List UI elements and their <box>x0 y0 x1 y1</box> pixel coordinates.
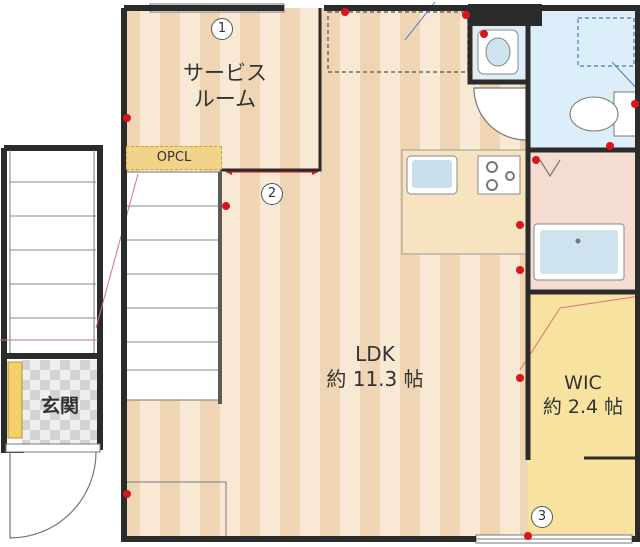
stair-side-wall <box>218 172 222 404</box>
entrance-name: 玄関 <box>40 395 79 417</box>
service-room-wall <box>220 8 322 172</box>
marker-1: 1 <box>211 18 233 40</box>
burner-2 <box>486 179 498 191</box>
wic-name: WIC <box>564 372 602 394</box>
ldk-area: 約 11.3 帖 <box>326 367 424 391</box>
washbasin-wall <box>467 8 531 85</box>
service-room-label: サービス ルーム <box>160 60 290 113</box>
outer-stairs-frame <box>1 145 103 356</box>
vanity-basin <box>540 230 618 274</box>
ldk-name: LDK <box>355 342 395 366</box>
outlets <box>123 8 639 540</box>
entrance-floor <box>22 360 98 444</box>
vanity-drain <box>575 238 581 244</box>
wic-floor <box>528 292 638 538</box>
stair-link-line <box>95 173 139 329</box>
wic-label: WIC 約 2.4 帖 <box>528 372 638 420</box>
wic-hint-line-2 <box>559 295 640 309</box>
sink-basin <box>412 160 452 188</box>
service-room-label-line-2: ルーム <box>193 87 257 112</box>
outer-stairs <box>4 148 100 356</box>
entrance-door-swing <box>9 451 97 539</box>
inner-stairs <box>123 171 221 401</box>
service-room-label-line-1: サービス <box>183 61 267 85</box>
opcl-label: OPCL <box>126 146 222 170</box>
entrance-threshold <box>5 443 101 453</box>
outer-walls <box>121 5 640 542</box>
marker-2: 2 <box>261 183 283 205</box>
entrance-label: 玄関 <box>28 395 92 419</box>
shoe-cabinet <box>7 361 23 439</box>
washbasin-bowl <box>485 37 511 67</box>
toilet-bowl <box>569 96 619 132</box>
burner-3 <box>505 171 515 181</box>
burner-1 <box>486 161 498 173</box>
top-right-wall-block <box>468 4 542 26</box>
ldk-label: LDK 約 11.3 帖 <box>290 342 460 392</box>
vanity-mark <box>539 159 561 178</box>
wic-area: 約 2.4 帖 <box>542 395 624 418</box>
marker-3: 3 <box>531 506 553 528</box>
toilet-shelf <box>577 17 635 67</box>
